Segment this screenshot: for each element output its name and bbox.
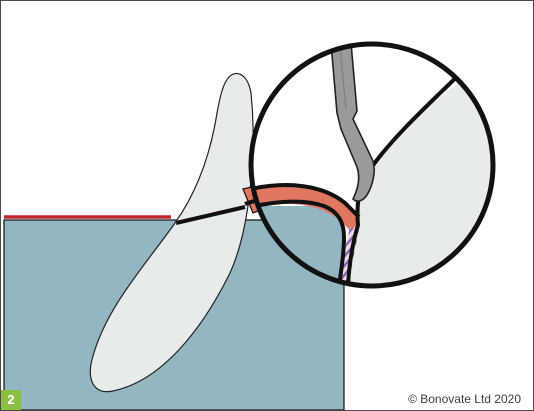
copyright-text: © Bonovate Ltd 2020: [408, 391, 521, 407]
figure-number: 2: [1, 390, 21, 410]
